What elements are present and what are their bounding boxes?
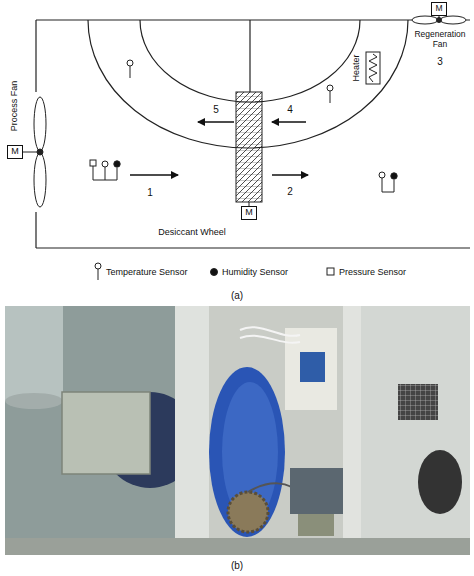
part-label: 4 <box>287 104 293 116</box>
regeneration-duct-inner <box>140 20 360 102</box>
fan-shaft <box>23 152 37 153</box>
duct-wall <box>35 20 36 92</box>
temperature-sensor <box>102 161 108 167</box>
photo-fan-box <box>62 392 150 474</box>
airflow-arrow <box>272 121 306 123</box>
temperature-sensor <box>330 91 331 103</box>
photo-sprocket <box>228 492 268 532</box>
fan-blade <box>34 153 46 207</box>
heater-element <box>366 52 380 84</box>
motor-box: M <box>7 145 23 159</box>
legend-text: Pressure Sensor <box>339 267 406 277</box>
motor-box: M <box>241 206 257 220</box>
temperature-sensor <box>130 66 131 78</box>
photo-right-bay <box>361 306 470 555</box>
motor-label: M <box>11 147 19 157</box>
fan-hub <box>437 18 442 23</box>
desiccant-wheel <box>236 92 262 202</box>
part-label: 1 <box>147 187 153 199</box>
divider-wall <box>249 20 250 92</box>
legend-humidity-symbol <box>211 269 218 276</box>
legend-temperature-symbol <box>98 269 99 280</box>
photo-control-box <box>285 328 337 410</box>
sensor-wiring <box>382 178 394 192</box>
legend-temperature-symbol <box>95 263 101 269</box>
photo-background <box>5 306 470 555</box>
fan-hub <box>37 149 43 155</box>
photo-motor <box>290 468 348 514</box>
duct-wall <box>36 247 470 248</box>
fan-blade <box>34 97 46 151</box>
duct-wall <box>36 19 470 20</box>
legend-text: Humidity Sensor <box>222 267 288 277</box>
photo-frame <box>175 306 209 555</box>
motor-label: M <box>245 208 253 218</box>
photo-duct <box>5 393 63 409</box>
fan-blade <box>412 16 438 24</box>
humidity-sensor <box>391 173 397 179</box>
part-label: (b) <box>231 560 243 572</box>
vertical-label: Process Fan <box>9 81 19 132</box>
photo-cables <box>240 327 300 342</box>
airflow-arrow <box>272 174 308 176</box>
photo-fan-box <box>62 392 150 474</box>
motor-label: M <box>435 4 442 13</box>
photo-fan <box>418 450 462 514</box>
part-label: Desiccant Wheel <box>158 227 226 237</box>
legend-pressure-symbol <box>327 268 334 275</box>
temperature-sensor <box>127 60 133 66</box>
part-label: 3 <box>437 56 443 68</box>
humidity-sensor <box>114 161 120 167</box>
photo-desiccant-wheel <box>209 367 285 537</box>
sensor-wiring <box>93 166 117 180</box>
airflow-arrow <box>198 121 234 123</box>
photo-heater-coil <box>398 384 438 420</box>
photo-duct <box>5 306 63 401</box>
photo-heater-coil <box>398 384 438 420</box>
motor-box: M <box>431 2 446 15</box>
photo-middle-bay <box>209 306 343 555</box>
fan-blade <box>440 16 466 24</box>
part-label: (a) <box>231 290 243 302</box>
photo-floor <box>5 538 470 555</box>
duct-wall <box>35 212 36 248</box>
photo-frame <box>343 306 361 555</box>
heater-coil <box>369 54 377 82</box>
part-label: 5 <box>213 104 219 116</box>
legend-text: Temperature Sensor <box>106 267 188 277</box>
temperature-sensor <box>379 172 385 178</box>
vertical-label: Heater <box>351 54 361 81</box>
photo-sprocket <box>228 492 268 532</box>
airflow-arrow <box>130 174 178 176</box>
part-label: Regeneration Fan <box>409 30 471 50</box>
photo-actuator <box>300 352 325 382</box>
part-label: 2 <box>287 186 293 198</box>
temperature-sensor <box>327 85 333 91</box>
photo-motor-base <box>298 514 334 536</box>
pressure-sensor <box>90 160 96 166</box>
